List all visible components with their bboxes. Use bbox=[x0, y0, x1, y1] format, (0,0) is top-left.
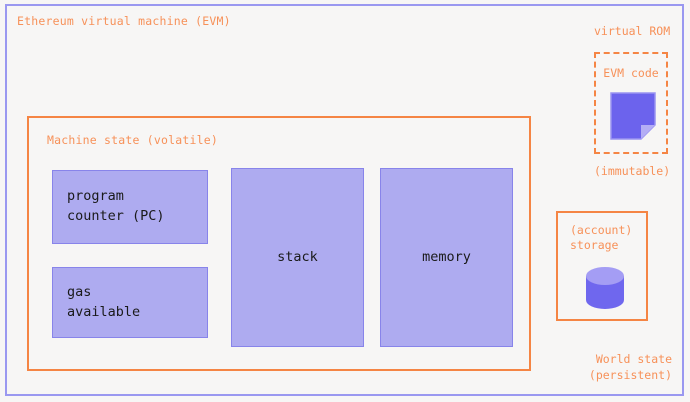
account-storage-label: (account) storage bbox=[570, 223, 633, 252]
immutable-note: (immutable) bbox=[594, 164, 671, 178]
machine-state-frame bbox=[27, 116, 531, 371]
program-counter-box: program counter (PC) bbox=[52, 170, 208, 244]
world-state-label: World state (persistent) bbox=[588, 352, 672, 382]
memory-box: memory bbox=[380, 168, 513, 347]
database-cylinder-icon bbox=[582, 265, 628, 311]
memory-label: memory bbox=[422, 248, 471, 265]
program-counter-label: program counter (PC) bbox=[67, 188, 165, 224]
evm-code-label: EVM code bbox=[603, 66, 659, 80]
gas-available-box: gas available bbox=[52, 267, 208, 338]
account-storage-frame: (account) storage bbox=[556, 211, 648, 321]
machine-state-title: Machine state (volatile) bbox=[47, 133, 218, 147]
stack-box: stack bbox=[231, 168, 364, 347]
virtual-rom-title: virtual ROM bbox=[594, 24, 671, 38]
document-icon bbox=[610, 92, 656, 140]
virtual-rom-frame: EVM code bbox=[594, 52, 668, 154]
evm-title: Ethereum virtual machine (EVM) bbox=[17, 14, 231, 28]
gas-available-label: gas available bbox=[67, 283, 141, 320]
evm-outer-frame bbox=[5, 4, 684, 396]
stack-label: stack bbox=[277, 248, 318, 265]
